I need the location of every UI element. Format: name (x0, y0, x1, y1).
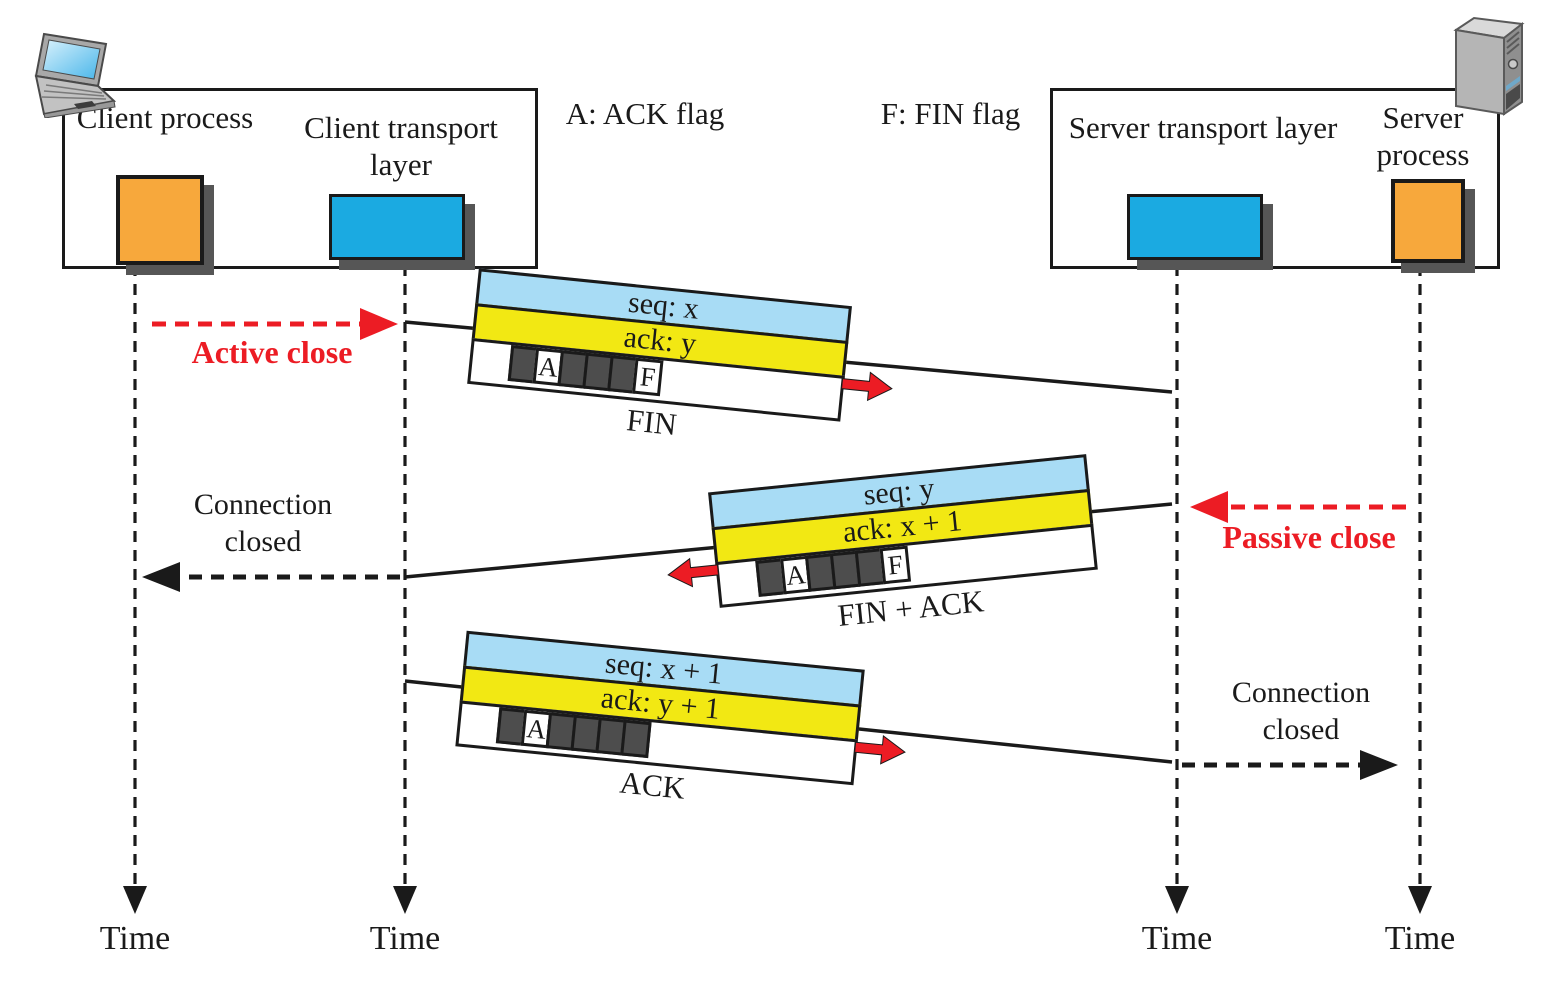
server-process-label: Server process (1376, 100, 1470, 172)
client-process-rect (116, 175, 204, 265)
time-axis-label: Time (99, 920, 171, 957)
server-connection-closed-arrow (1182, 750, 1398, 780)
left-arrowhead-icon (142, 562, 180, 592)
ack-flag-legend: A: ACK flag (565, 96, 725, 131)
fin-segment: seq: x ack: y A F FIN (467, 268, 893, 442)
server-transport-label: Server transport layer (1068, 110, 1338, 145)
finack-segment: seq: y ack: x + 1 A F FIN + ACK (667, 454, 1098, 633)
red-right-arrow-icon (854, 734, 906, 765)
time-axis-label: Time (1384, 920, 1456, 957)
server-process-lifeline (1408, 265, 1432, 914)
time-axis-label: Time (1141, 920, 1213, 957)
fin-flag-cell: F (632, 357, 664, 397)
passive-close-label: Passive close (1222, 519, 1396, 555)
client-process-lifeline (123, 265, 147, 914)
server-tower-icon (1453, 16, 1525, 116)
client-transport-label: Client transport layer (304, 110, 498, 182)
right-arrowhead-icon (360, 308, 398, 340)
red-right-arrow-icon (841, 371, 893, 402)
time-axis-label: Time (369, 920, 441, 957)
client-host-box: Client process Client transport layer (62, 88, 538, 269)
left-arrowhead-icon (1190, 491, 1228, 523)
client-transport-rect (329, 194, 465, 260)
server-transport-lifeline (1165, 265, 1189, 914)
ack-segment: seq: x + 1 ack: y + 1 A ACK (455, 630, 906, 806)
down-arrowhead-icon (393, 886, 417, 914)
server-connection-closed-label: Connection closed (1231, 676, 1371, 746)
fin-flag-legend: F: FIN flag (880, 96, 1021, 131)
server-transport-rect (1127, 194, 1263, 260)
server-host-box: Server transport layer Server process (1050, 88, 1500, 269)
active-close-arrow (152, 308, 398, 340)
down-arrowhead-icon (123, 886, 147, 914)
passive-close-arrow (1190, 491, 1406, 523)
client-connection-closed-arrow (142, 562, 400, 592)
down-arrowhead-icon (1165, 886, 1189, 914)
laptop-icon (34, 32, 117, 118)
right-arrowhead-icon (1360, 750, 1398, 780)
red-left-arrow-icon (667, 557, 719, 588)
fin-flag-cell: F (879, 545, 912, 585)
active-close-label: Active close (191, 334, 353, 370)
client-transport-lifeline (393, 265, 417, 914)
server-process-rect (1391, 179, 1465, 263)
flag-cell (620, 719, 652, 759)
down-arrowhead-icon (1408, 886, 1432, 914)
client-connection-closed-label: Connection closed (193, 488, 333, 558)
